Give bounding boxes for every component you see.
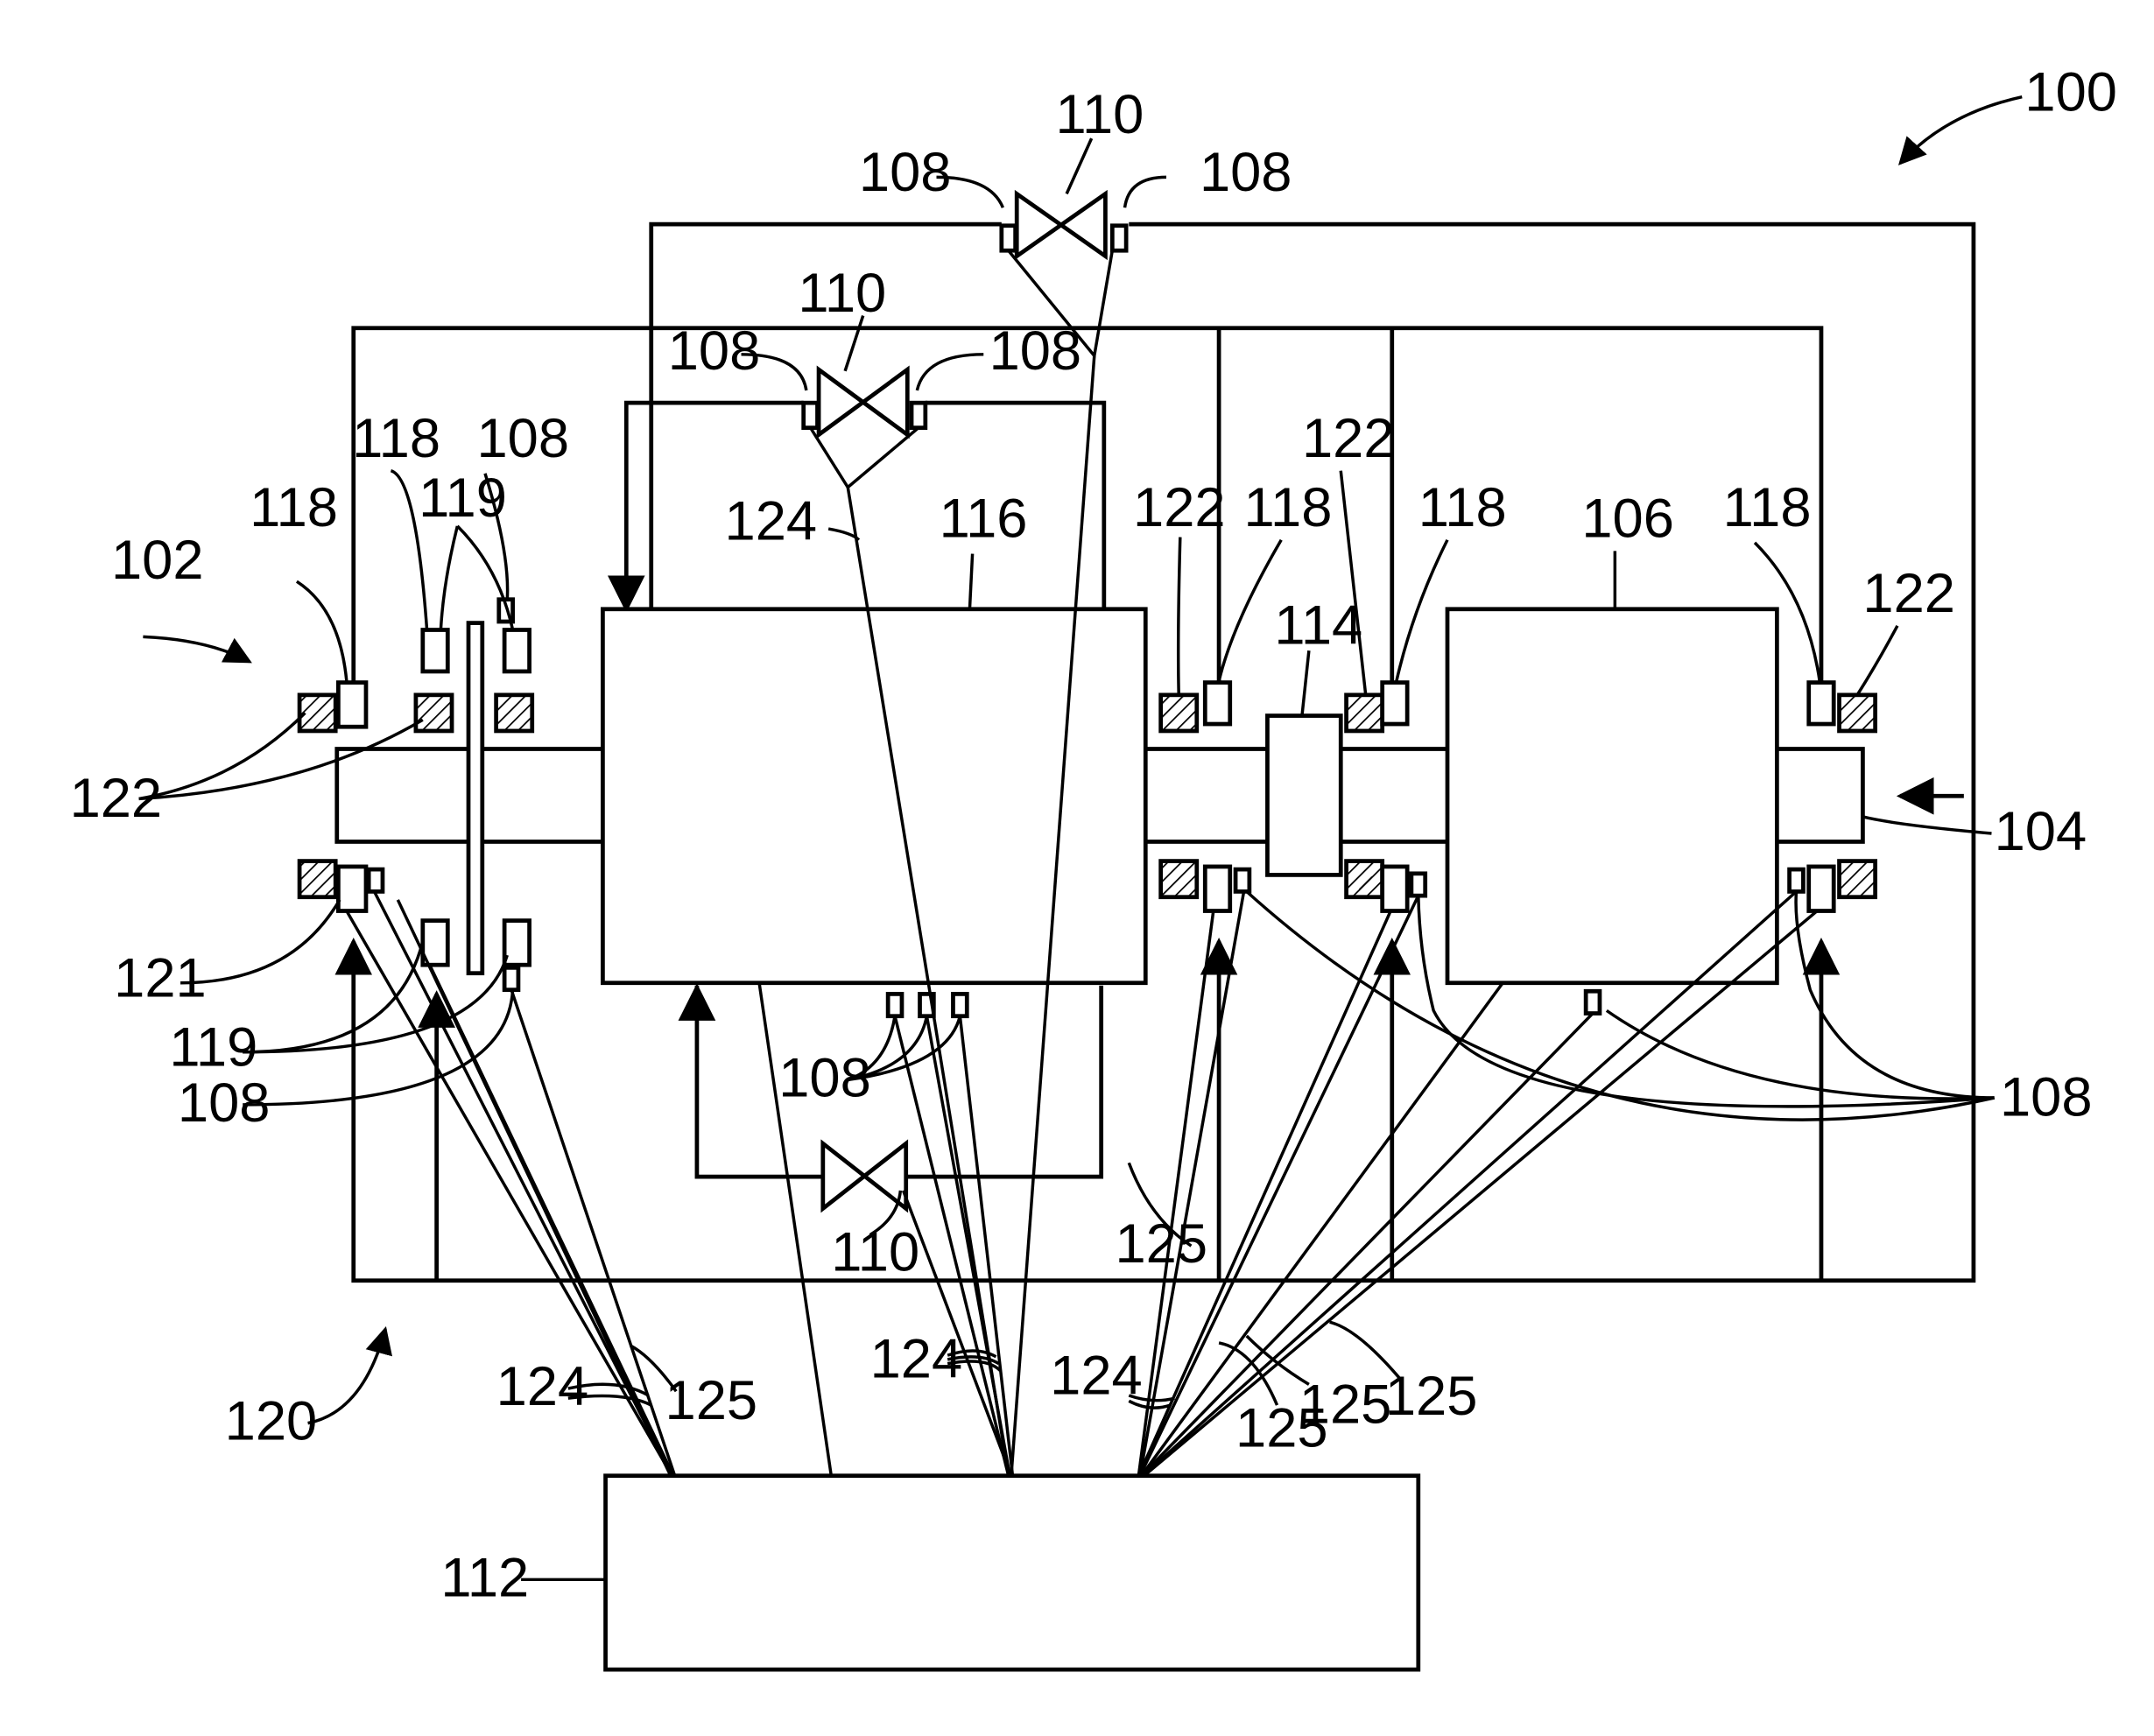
- proximity-probe: [1809, 683, 1834, 724]
- label-sensor: 108: [178, 1072, 271, 1134]
- bearing: [1161, 695, 1197, 731]
- sensor: [504, 967, 518, 989]
- label-coupling: 114: [1274, 594, 1362, 656]
- label-bearing: 122: [1302, 408, 1395, 469]
- label-bearing: 122: [1133, 477, 1226, 538]
- label-speed-sensor: 121: [114, 948, 207, 1009]
- label-turbine: 116: [940, 488, 1028, 550]
- valve: [819, 369, 907, 434]
- key-phasor-disk: [468, 623, 482, 973]
- sensor: [1586, 991, 1600, 1013]
- sensor: [804, 403, 818, 427]
- label-system: 100: [2024, 62, 2117, 123]
- proximity-probe: [1383, 867, 1407, 911]
- label-sensor-line: 124: [1050, 1345, 1143, 1406]
- label-proximity-probe: 118: [1723, 477, 1812, 538]
- label-sensor: 108: [989, 320, 1082, 382]
- speed-sensor: [338, 867, 366, 911]
- label-sensor: 108: [668, 320, 761, 382]
- label-key-phasor: 119: [419, 467, 507, 529]
- proximity-probe: [1809, 867, 1834, 911]
- label-valve: 110: [798, 263, 886, 324]
- label-valve: 110: [831, 1222, 919, 1283]
- sensor: [912, 403, 926, 427]
- generator-casing: [1447, 609, 1777, 983]
- label-sensor: 108: [859, 142, 952, 203]
- bearing: [1840, 861, 1876, 897]
- proximity-probe: [1205, 683, 1229, 724]
- label-proximity-probe: 118: [250, 477, 338, 538]
- sensor: [1112, 226, 1126, 250]
- sensor: [1411, 874, 1425, 896]
- label-sensor: 108: [778, 1047, 871, 1108]
- sensor: [369, 869, 383, 891]
- sensor: [953, 994, 967, 1016]
- label-sensor-line: 124: [870, 1328, 963, 1389]
- label-network: 120: [225, 1391, 318, 1452]
- sensor: [888, 994, 902, 1016]
- proximity-probe: [423, 630, 447, 671]
- proximity-probe: [504, 630, 529, 671]
- proximity-probe: [1383, 683, 1407, 724]
- bearing: [1347, 695, 1383, 731]
- sensor: [1002, 226, 1016, 250]
- label-bearing: 122: [70, 768, 163, 829]
- label-signal-line: 125: [1299, 1374, 1392, 1436]
- label-generator: 106: [1581, 488, 1674, 550]
- label-valve: 110: [1055, 84, 1144, 145]
- bearing: [1161, 861, 1197, 897]
- label-key-phasor: 119: [169, 1017, 257, 1079]
- bearing: [1347, 861, 1383, 897]
- label-sensor-line: 124: [496, 1356, 589, 1417]
- label-proximity-probe: 118: [352, 408, 440, 469]
- label-sensor: 108: [476, 408, 569, 469]
- sensor: [1235, 869, 1249, 891]
- turbine-casing: [602, 609, 1145, 983]
- label-rotor-shaft: 104: [1995, 801, 2087, 862]
- label-sensor-line: 124: [725, 491, 818, 552]
- bearing: [1840, 695, 1876, 731]
- sensor: [1790, 869, 1804, 891]
- proximity-probe: [1205, 867, 1229, 911]
- label-steam-turbine-section: 102: [111, 530, 204, 591]
- bearing: [496, 695, 532, 731]
- label-sensor: 108: [1200, 142, 1292, 203]
- label-proximity-probe: 118: [1244, 477, 1333, 538]
- label-proximity-probe: 118: [1418, 477, 1507, 538]
- label-bearing: 122: [1862, 563, 1955, 624]
- key-phasor: [504, 921, 529, 966]
- valve: [1017, 193, 1105, 256]
- bearing: [299, 861, 335, 897]
- coupling: [1267, 716, 1341, 875]
- label-sensor: 108: [2000, 1067, 2093, 1128]
- controller: [606, 1476, 1418, 1669]
- proximity-probe: [338, 683, 366, 727]
- label-controller: 112: [440, 1547, 529, 1608]
- valve: [823, 1143, 906, 1208]
- bearing: [416, 695, 452, 731]
- label-signal-line: 125: [1385, 1366, 1478, 1427]
- label-signal-line: 125: [1115, 1213, 1207, 1275]
- label-signal-line: 125: [665, 1370, 758, 1431]
